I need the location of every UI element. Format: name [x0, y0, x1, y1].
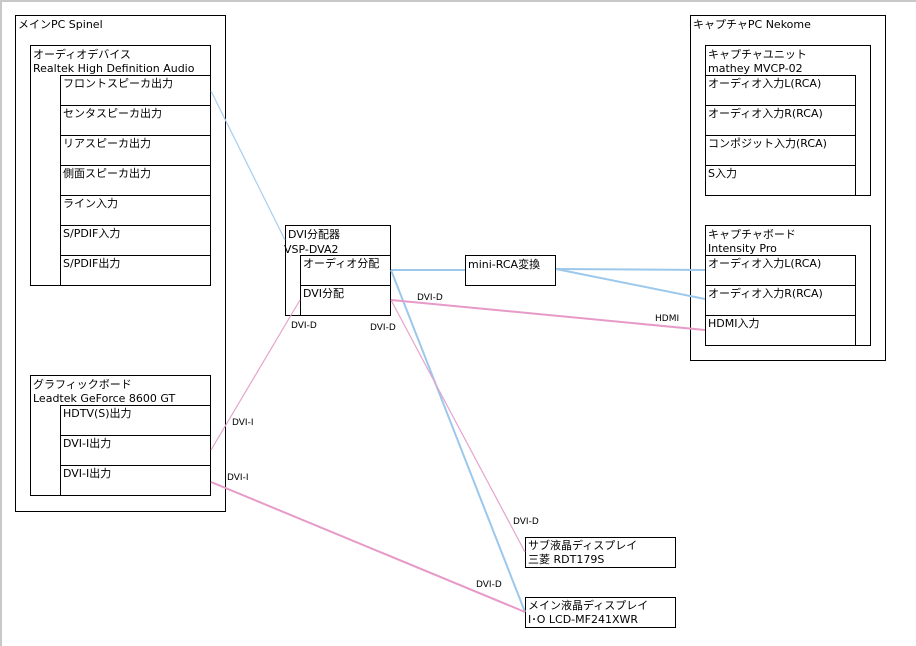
capture-board-model: Intensity Pro	[708, 242, 777, 255]
port-label: ライン入力	[63, 197, 118, 210]
label-hdmi: HDMI	[655, 314, 680, 324]
audio-line-front-to-splitter	[210, 90, 286, 241]
main-display-box[interactable]: メイン液晶ディスプレイ I･O LCD-MF241XWR	[525, 597, 676, 628]
port-label: 側面スピーカ出力	[63, 167, 151, 180]
port-label: DVI分配	[303, 287, 345, 300]
canvas-frame-top	[0, 0, 916, 2]
port-unit-s-video[interactable]: S入力	[705, 165, 856, 196]
port-label: オーディオ入力R(RCA)	[708, 287, 823, 300]
port-spdif-in[interactable]: S/PDIF入力	[60, 225, 211, 256]
label-dvi-i-lower: DVI-I	[227, 473, 249, 483]
port-label: DVI-I出力	[63, 437, 112, 450]
mini-rca-box[interactable]: mini-RCA変換	[465, 255, 556, 286]
port-label: S入力	[708, 167, 737, 180]
port-center-speaker-out[interactable]: センタスピーカ出力	[60, 105, 211, 136]
dvi-splitter-title: DVI分配器	[288, 228, 341, 241]
port-side-speaker-out[interactable]: 側面スピーカ出力	[60, 165, 211, 196]
port-dvi-split[interactable]: DVI分配	[300, 285, 391, 316]
port-label: センタスピーカ出力	[63, 107, 162, 120]
label-dvi-d-splitter-left: DVI-D	[291, 321, 317, 331]
audio-device-model: Realtek High Definition Audio	[33, 62, 195, 75]
label-dvi-d-main: DVI-D	[476, 580, 502, 590]
sub-display-model: 三菱 RDT179S	[528, 553, 605, 566]
port-label: オーディオ入力L(RCA)	[708, 257, 822, 270]
port-label: DVI-I出力	[63, 467, 112, 480]
port-label: HDTV(S)出力	[63, 407, 132, 420]
sub-display-title: サブ液晶ディスプレイ	[528, 539, 638, 552]
port-board-audio-r[interactable]: オーディオ入力R(RCA)	[705, 285, 856, 316]
dvi-splitter-model: VSP-DVA2	[284, 243, 339, 256]
label-dvi-d-splitter-right: DVI-D	[370, 323, 396, 333]
capture-board-title: キャプチャボード	[708, 228, 796, 241]
main-display-model: I･O LCD-MF241XWR	[528, 613, 639, 626]
port-label: オーディオ分配	[303, 257, 380, 270]
main-display-title: メイン液晶ディスプレイ	[528, 599, 649, 612]
port-label: HDMI入力	[708, 317, 760, 330]
main-pc-title: メインPC Spinel	[18, 18, 103, 31]
port-label: リアスピーカ出力	[63, 137, 151, 150]
port-label: オーディオ入力L(RCA)	[708, 77, 822, 90]
video-line-splitter-to-sub-display	[390, 299, 526, 553]
label-dvi-i-upper: DVI-I	[232, 418, 254, 428]
label-dvi-d-hdmi: DVI-D	[417, 293, 443, 303]
port-dvi-i-out-2[interactable]: DVI-I出力	[60, 465, 211, 496]
sub-display-box[interactable]: サブ液晶ディスプレイ 三菱 RDT179S	[525, 537, 676, 568]
label-dvi-d-sub: DVI-D	[513, 517, 539, 527]
port-label: S/PDIF入力	[63, 227, 121, 240]
video-line-dvi-i-to-main-display	[210, 481, 526, 613]
port-board-hdmi-in[interactable]: HDMI入力	[705, 315, 856, 346]
audio-line-splitter-to-main-display	[390, 269, 526, 613]
mini-rca-title: mini-RCA変換	[468, 258, 541, 271]
video-line-splitter-to-hdmi	[390, 299, 706, 331]
audio-line-minirca-to-board-r	[555, 268, 706, 300]
capture-unit-model: mathey MVCP-02	[708, 62, 803, 75]
port-label: オーディオ入力R(RCA)	[708, 107, 823, 120]
graphics-board-model: Leadtek GeForce 8600 GT	[33, 392, 176, 405]
port-label: コンポジット入力(RCA)	[708, 137, 827, 150]
audio-line-minirca-to-board-l	[555, 268, 706, 271]
port-board-audio-l[interactable]: オーディオ入力L(RCA)	[705, 255, 856, 286]
video-line-dvi-i-to-splitter	[210, 299, 301, 451]
port-spdif-out[interactable]: S/PDIF出力	[60, 255, 211, 286]
capture-unit-title: キャプチャユニット	[708, 48, 807, 61]
port-label: フロントスピーカ出力	[63, 77, 173, 90]
port-label: S/PDIF出力	[63, 257, 121, 270]
graphics-board-title: グラフィックボード	[33, 378, 132, 391]
port-dvi-i-out-1[interactable]: DVI-I出力	[60, 435, 211, 466]
audio-device-title: オーディオデバイス	[33, 48, 131, 61]
port-unit-audio-r[interactable]: オーディオ入力R(RCA)	[705, 105, 856, 136]
capture-pc-title: キャプチャPC Nekome	[693, 18, 811, 31]
canvas-frame-left	[0, 0, 2, 646]
port-unit-audio-l[interactable]: オーディオ入力L(RCA)	[705, 75, 856, 106]
port-hdtv-out[interactable]: HDTV(S)出力	[60, 405, 211, 436]
